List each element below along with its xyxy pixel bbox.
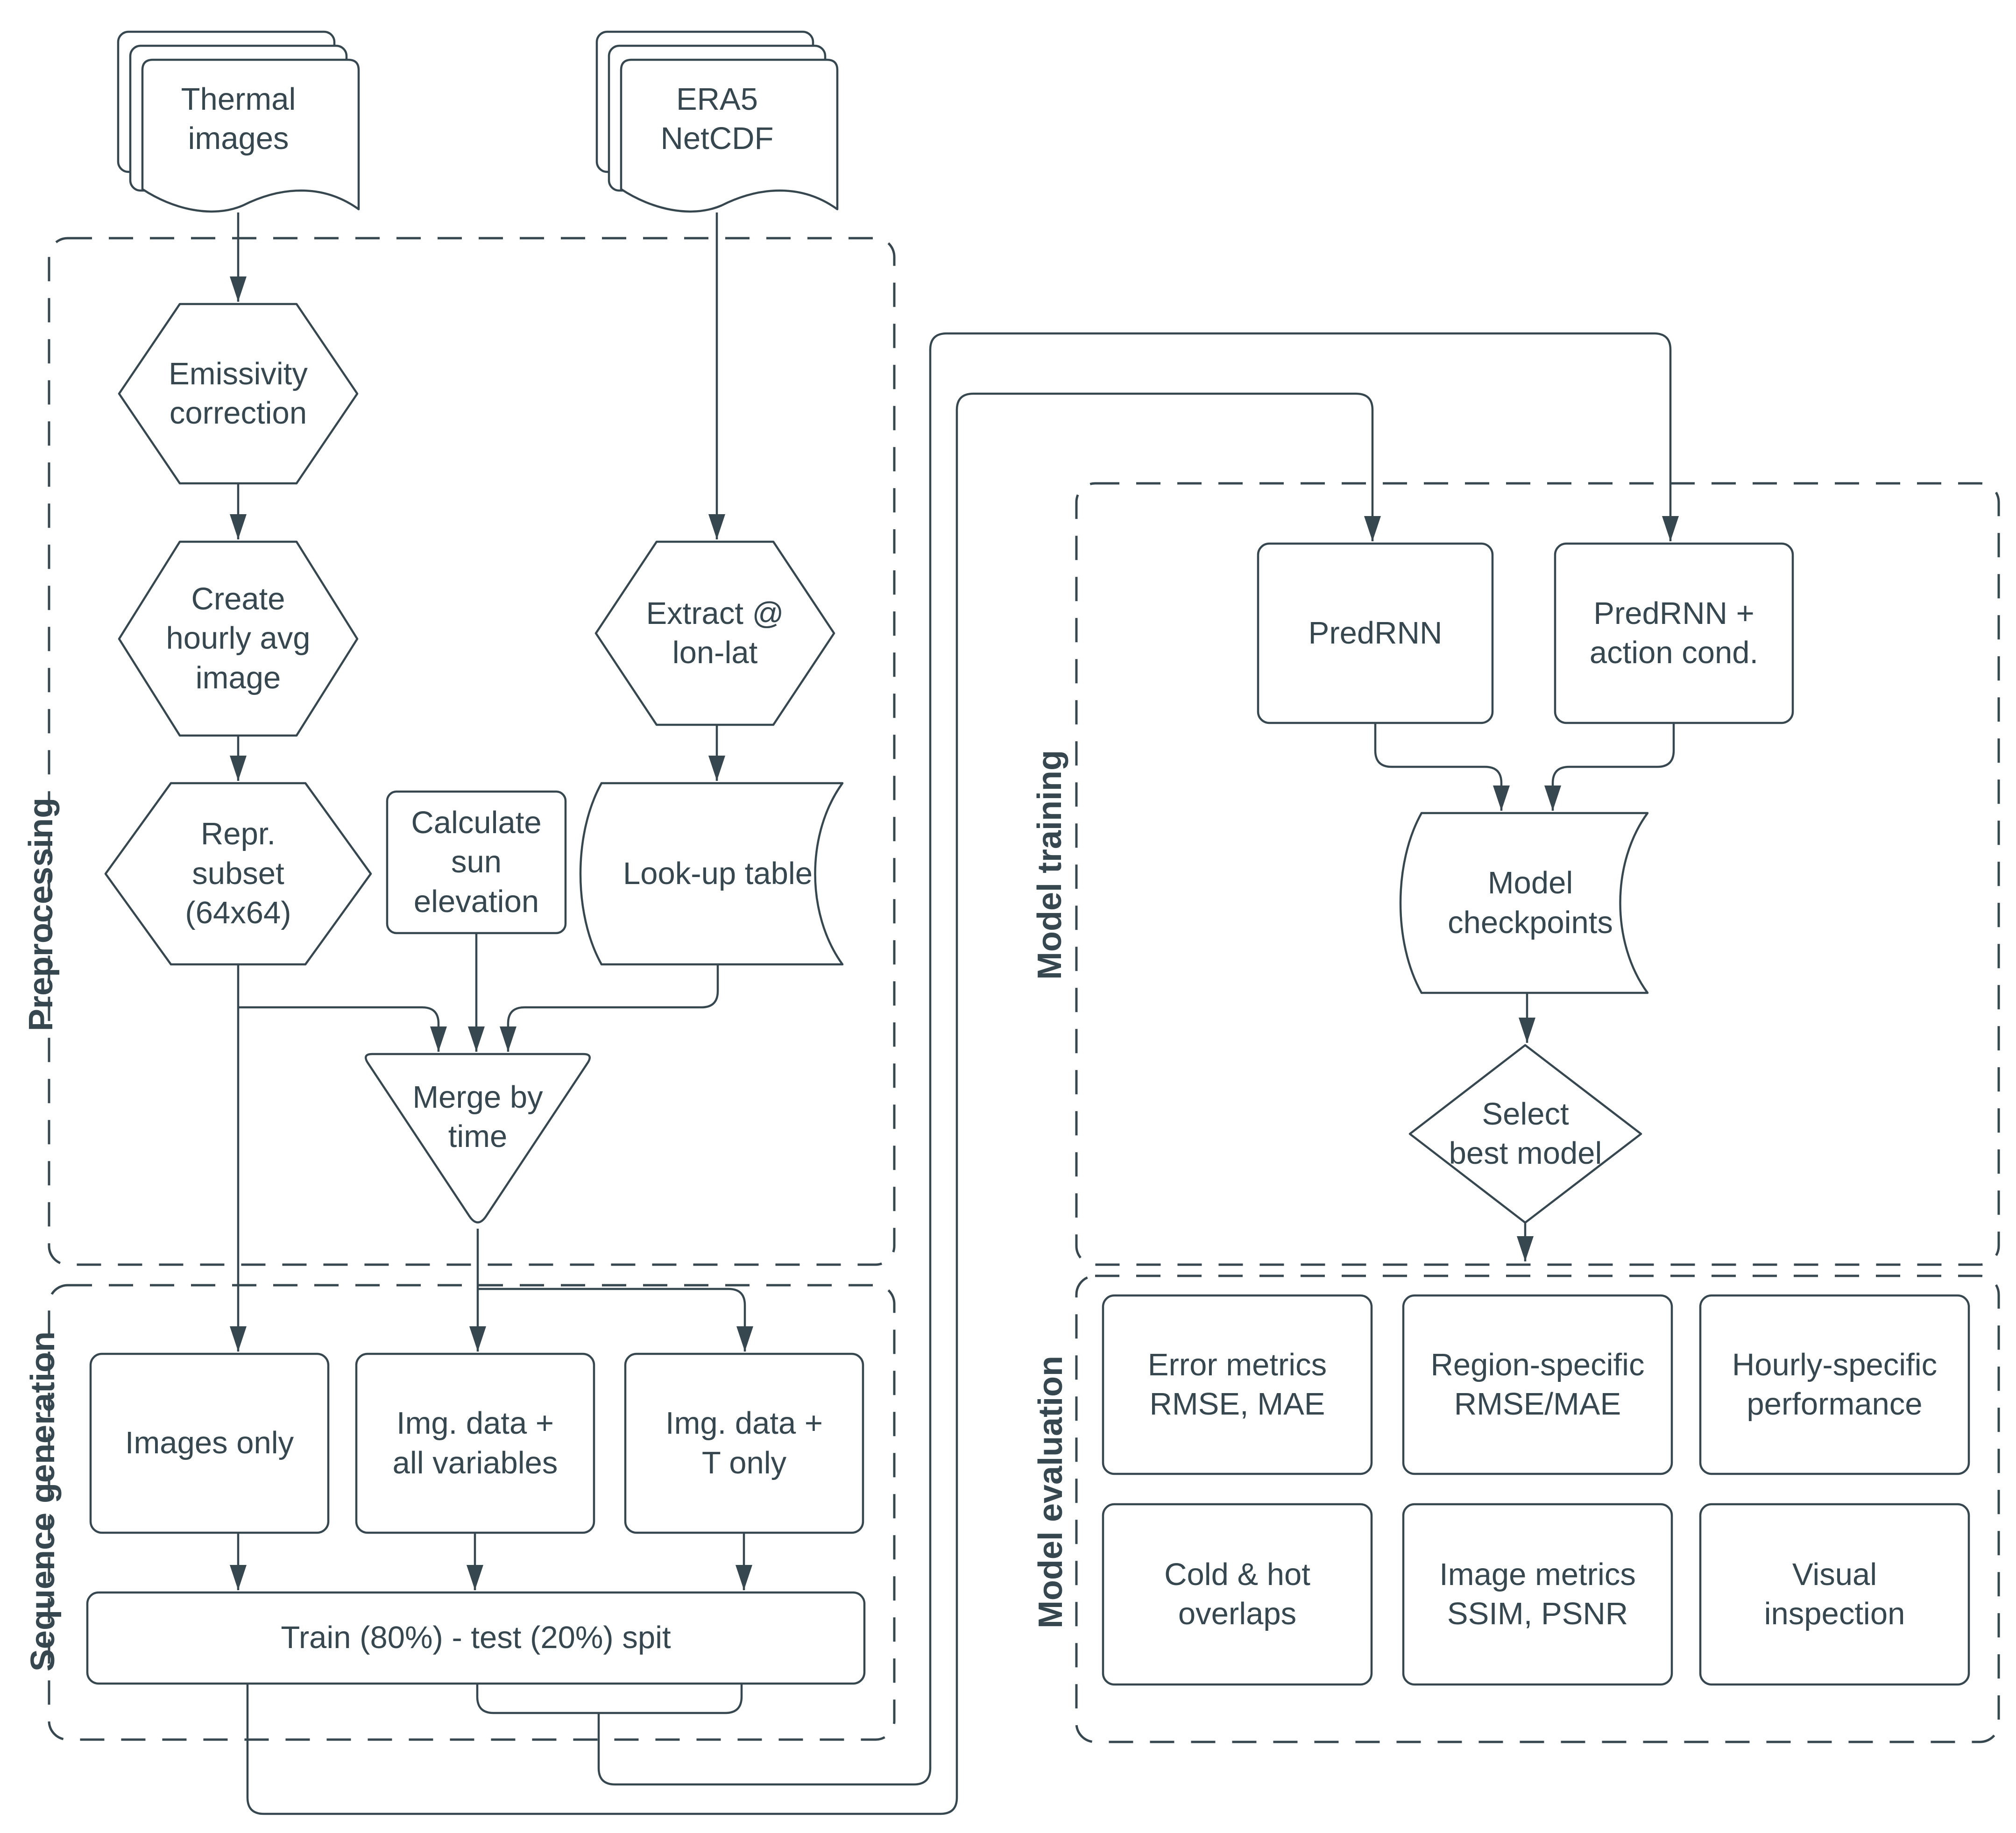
region-specific-shape bbox=[1402, 1294, 1673, 1475]
extract-lonlat-shape bbox=[594, 540, 835, 726]
edge-lookup-to-merge bbox=[500, 964, 719, 1052]
repr-subset-shape bbox=[104, 782, 372, 966]
era5-netcdf-shape bbox=[620, 58, 839, 213]
visual-inspection-shape bbox=[1699, 1503, 1970, 1686]
model-evaluation-section-border bbox=[1075, 1274, 2000, 1743]
sequence-generation-section-border bbox=[48, 1284, 896, 1741]
section-borders bbox=[48, 237, 2000, 1743]
edge-repr-subset-to-merge bbox=[238, 1006, 447, 1052]
create-hourly-avg-shape bbox=[118, 540, 359, 737]
calculate-sun-elevation-shape bbox=[386, 790, 567, 934]
preprocessing-section-border bbox=[48, 237, 896, 1266]
predrnn-action-cond-shape bbox=[1554, 542, 1794, 724]
hourly-specific-shape bbox=[1699, 1294, 1970, 1475]
cold-hot-overlaps-shape bbox=[1102, 1503, 1373, 1686]
connectors bbox=[230, 212, 1679, 1815]
merge-by-time-shape bbox=[365, 1053, 591, 1224]
edge-predrnn-action-to-checkpoints bbox=[1544, 723, 1675, 811]
select-best-model-shape bbox=[1408, 1044, 1642, 1224]
image-metrics-shape bbox=[1402, 1503, 1673, 1686]
edge-sequences-to-predrnn-action bbox=[597, 332, 1679, 1786]
thermal-images-shape bbox=[141, 58, 360, 213]
train-test-split-shape bbox=[86, 1591, 866, 1685]
images-only-shape bbox=[89, 1352, 330, 1534]
predrnn-shape bbox=[1257, 542, 1494, 724]
img-data-t-only-shape bbox=[624, 1352, 864, 1534]
edge-sequence-outputs-junction bbox=[476, 1684, 743, 1714]
lookup-table-shape bbox=[579, 782, 844, 966]
edge-merge-to-img-t-only bbox=[478, 1288, 753, 1352]
model-training-section-border bbox=[1075, 482, 2000, 1266]
img-data-all-variables-shape bbox=[355, 1352, 595, 1534]
model-checkpoints-shape bbox=[1399, 812, 1649, 994]
emissivity-correction-shape bbox=[118, 303, 359, 485]
error-metrics-shape bbox=[1102, 1294, 1373, 1475]
edge-train-split-to-predrnn bbox=[246, 392, 1381, 1815]
edge-predrnn-to-checkpoints bbox=[1374, 723, 1510, 811]
node-shapes bbox=[86, 30, 1970, 1686]
